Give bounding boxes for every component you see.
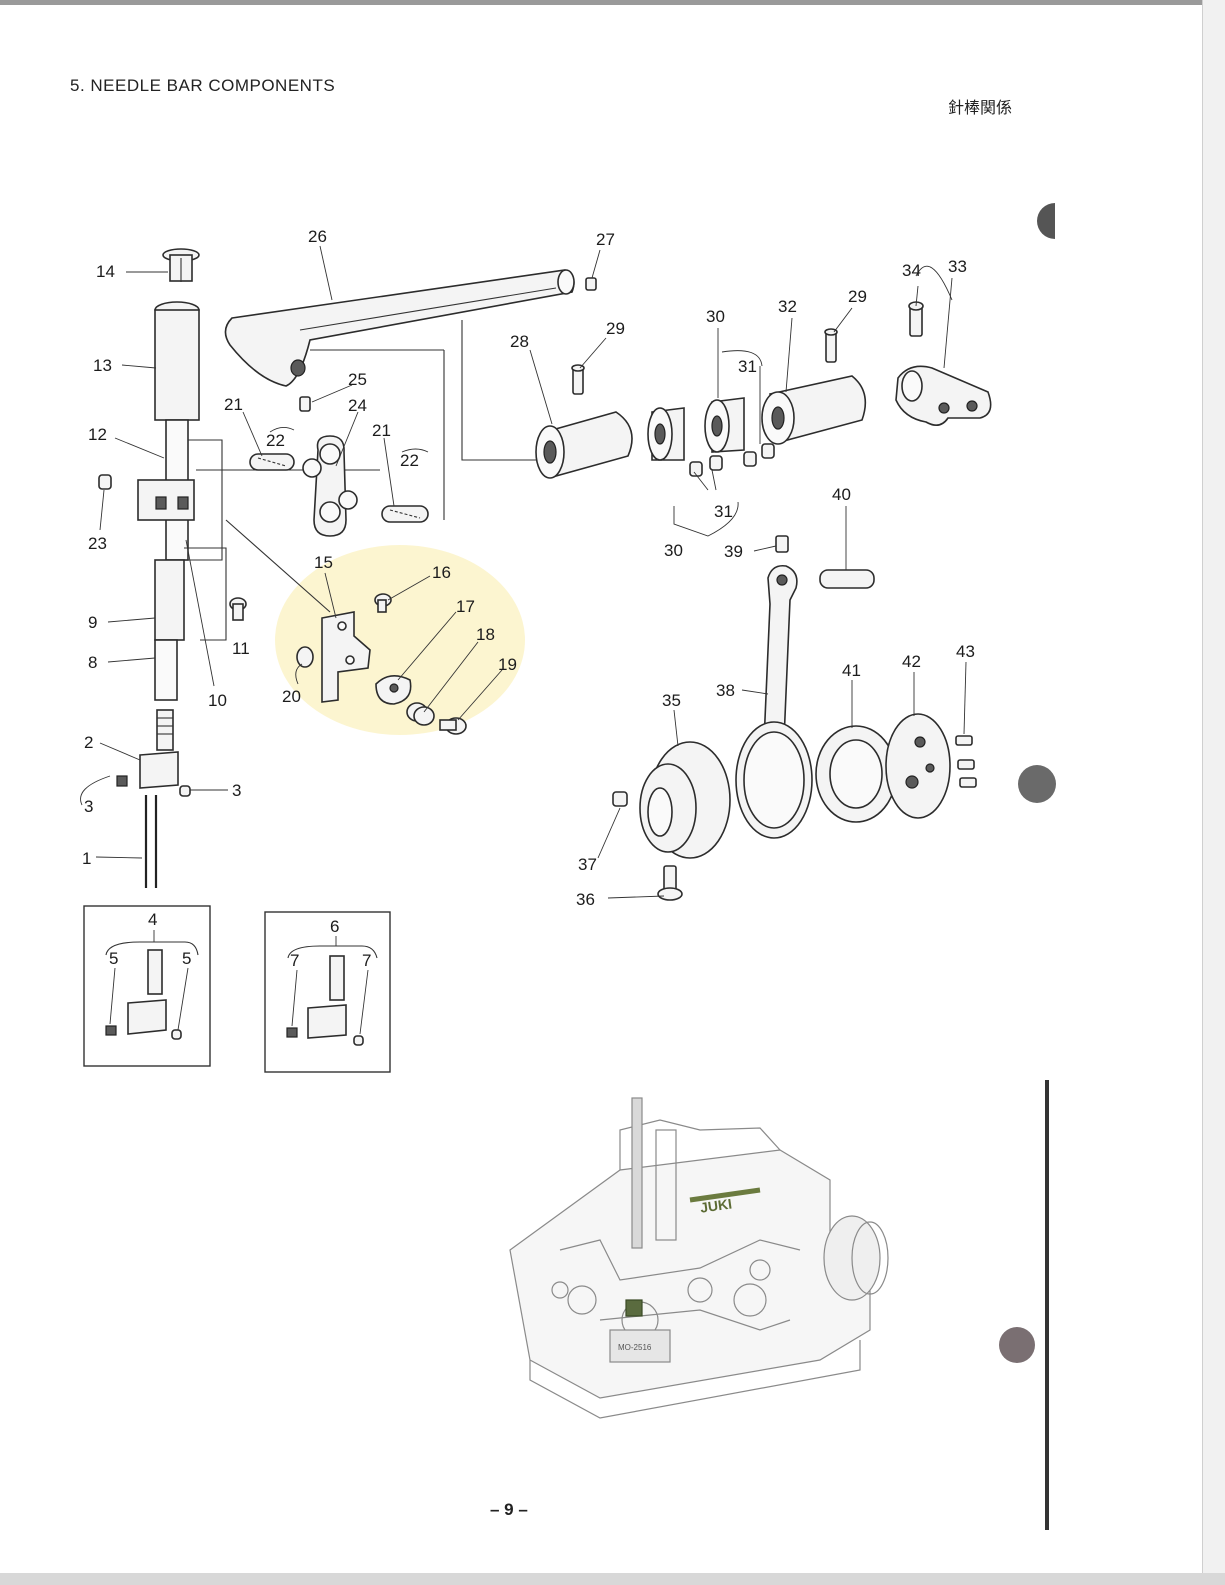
callout-11: 11 <box>232 639 250 658</box>
part-screw-25 <box>300 397 310 411</box>
part-pin-21-right <box>382 506 428 522</box>
callout-18: 18 <box>476 625 495 644</box>
page-number: – 9 – <box>490 1500 528 1520</box>
callout-20: 20 <box>282 687 301 706</box>
callout-8: 8 <box>88 653 97 672</box>
callout-36: 36 <box>576 890 595 909</box>
part-eccentric-cam-35 <box>640 742 730 858</box>
callout-3-left: 3 <box>84 797 93 816</box>
callout-41: 41 <box>842 661 861 680</box>
callout-19: 19 <box>498 655 517 674</box>
callout-27: 27 <box>596 230 615 249</box>
callout-26: 26 <box>308 227 327 246</box>
binder-holes <box>999 203 1056 1530</box>
part-pin-27 <box>586 278 596 290</box>
callout-6: 6 <box>330 917 339 936</box>
part-screw-11 <box>230 598 246 620</box>
callout-24: 24 <box>348 396 367 415</box>
callout-4: 4 <box>148 910 157 929</box>
callout-21-left: 21 <box>224 395 243 414</box>
callout-12: 12 <box>88 425 107 444</box>
part-screw-36 <box>658 866 682 900</box>
machine-illustration <box>510 1098 888 1418</box>
callout-39: 39 <box>724 542 743 561</box>
callout-35: 35 <box>662 691 681 710</box>
alt-clamp-box-left <box>84 906 210 1066</box>
callout-9: 9 <box>88 613 97 632</box>
part-needle-bar-crank-shaft <box>225 270 574 386</box>
part-screw-29-left <box>572 365 584 394</box>
part-screw-23 <box>99 475 111 489</box>
part-bushing-28 <box>536 412 632 478</box>
machine-model-plate: MO-2516 <box>618 1343 652 1352</box>
part-collar-30-left <box>648 408 684 460</box>
part-screw-29-right <box>825 329 837 362</box>
part-pin-40 <box>820 570 874 588</box>
part-screw-19 <box>440 718 466 734</box>
part-needle-bar-link <box>303 436 357 536</box>
callout-3-right: 3 <box>232 781 241 800</box>
callout-5-right: 5 <box>182 949 191 968</box>
callout-42: 42 <box>902 652 921 671</box>
callout-22-right: 22 <box>400 451 419 470</box>
part-screw-39 <box>776 536 788 552</box>
callout-31-top: 31 <box>738 357 757 376</box>
callout-29-left: 29 <box>606 319 625 338</box>
callout-31-bottom: 31 <box>714 502 733 521</box>
part-needles <box>146 795 156 888</box>
part-thread-guide-17 <box>376 676 411 704</box>
callout-14: 14 <box>96 262 115 281</box>
callout-5-left: 5 <box>109 949 118 968</box>
callout-7-right: 7 <box>362 951 371 970</box>
part-crank-33 <box>896 366 991 425</box>
callout-7-left: 7 <box>290 951 299 970</box>
callout-37: 37 <box>578 855 597 874</box>
alt-clamp-box-right <box>265 912 390 1072</box>
callout-23: 23 <box>88 534 107 553</box>
callout-40: 40 <box>832 485 851 504</box>
callout-38: 38 <box>716 681 735 700</box>
callout-30-top: 30 <box>706 307 725 326</box>
part-needle-clamp <box>117 710 190 796</box>
callout-17: 17 <box>456 597 475 616</box>
callout-labels: 1 2 3 3 4 5 5 6 7 7 8 9 10 11 12 13 14 1… <box>82 227 975 970</box>
part-connecting-rod-38 <box>736 566 812 838</box>
part-needle-bar-lower <box>155 560 184 700</box>
callout-28: 28 <box>510 332 529 351</box>
part-collar-30-right <box>705 398 744 452</box>
part-bearing-plate-42 <box>886 714 950 818</box>
callout-15: 15 <box>314 553 333 572</box>
callout-32: 32 <box>778 297 797 316</box>
callout-43: 43 <box>956 642 975 661</box>
callout-21-right: 21 <box>372 421 391 440</box>
callout-30-bottom: 30 <box>664 541 683 560</box>
callout-22-left: 22 <box>266 431 285 450</box>
callout-29-right: 29 <box>848 287 867 306</box>
part-washer-20 <box>297 647 313 667</box>
callout-2: 2 <box>84 733 93 752</box>
part-set-screw-37 <box>613 792 627 806</box>
part-needle-bar-upper <box>155 302 199 560</box>
part-screws-43 <box>956 736 976 787</box>
part-bushing-32 <box>762 376 865 444</box>
callout-33: 33 <box>948 257 967 276</box>
part-needle-bar-cap <box>163 249 199 282</box>
callout-16: 16 <box>432 563 451 582</box>
part-needle-bearing-41 <box>816 726 896 822</box>
callout-10: 10 <box>208 691 227 710</box>
callout-34: 34 <box>902 261 921 280</box>
part-screw-34 <box>909 302 923 336</box>
callout-13: 13 <box>93 356 112 375</box>
callout-1: 1 <box>82 849 91 868</box>
part-pin-21-left <box>250 454 294 470</box>
callout-25: 25 <box>348 370 367 389</box>
